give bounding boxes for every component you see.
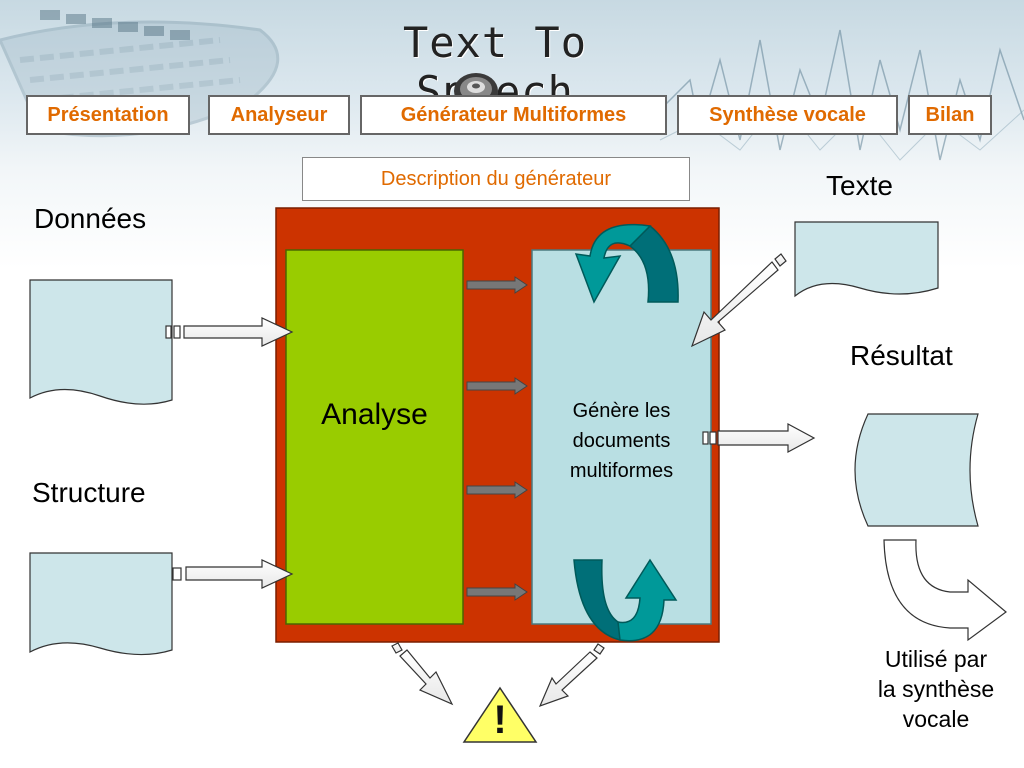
generator-line-2: documents <box>572 430 671 452</box>
usage-curved-arrow <box>883 539 1007 642</box>
donnees-input-arrow <box>165 317 294 347</box>
usage-line-2: la synthèse <box>877 676 995 702</box>
usage-line-1: Utilisé par <box>884 646 988 672</box>
resultat-storage <box>854 413 979 527</box>
description-generateur-button[interactable]: Description du générateur <box>302 157 690 201</box>
analyse-label: Analyse <box>321 398 428 431</box>
usage-description: Utilisé par la synthèse vocale <box>856 644 1016 734</box>
cycle-arrow-bottom <box>573 558 678 642</box>
resultat-output-arrow <box>702 422 816 454</box>
analyse-to-generator-arrows <box>466 276 528 601</box>
generator-box <box>531 249 712 625</box>
resultat-label: Résultat <box>850 340 953 371</box>
structure-document <box>29 552 173 656</box>
texte-document <box>794 221 939 298</box>
warning-arrow-left <box>391 642 454 706</box>
usage-line-3: vocale <box>902 706 970 732</box>
cycle-arrow-top <box>574 223 679 304</box>
generator-description: Génère les documents multiformes <box>532 396 711 486</box>
tab-bilan[interactable]: Bilan <box>908 95 992 135</box>
warning-triangle <box>462 686 538 743</box>
donnees-document <box>29 279 173 405</box>
structure-input-arrow <box>172 559 294 589</box>
texte-input-arrow <box>690 253 787 348</box>
generator-line-3: multiformes <box>569 460 674 482</box>
tab-generateur-multiformes[interactable]: Générateur Multiformes <box>360 95 667 135</box>
tab-presentation[interactable]: Présentation <box>26 95 190 135</box>
warning-arrow-right <box>538 643 605 708</box>
generator-line-1: Génère les <box>572 400 671 422</box>
texte-label: Texte <box>826 170 893 201</box>
structure-label: Structure <box>32 477 146 508</box>
warning-icon: ! <box>493 698 507 742</box>
analyse-box <box>285 249 464 625</box>
donnees-label: Données <box>34 203 147 234</box>
tab-synthese-vocale[interactable]: Synthèse vocale <box>677 95 898 135</box>
tab-analyseur[interactable]: Analyseur <box>208 95 350 135</box>
